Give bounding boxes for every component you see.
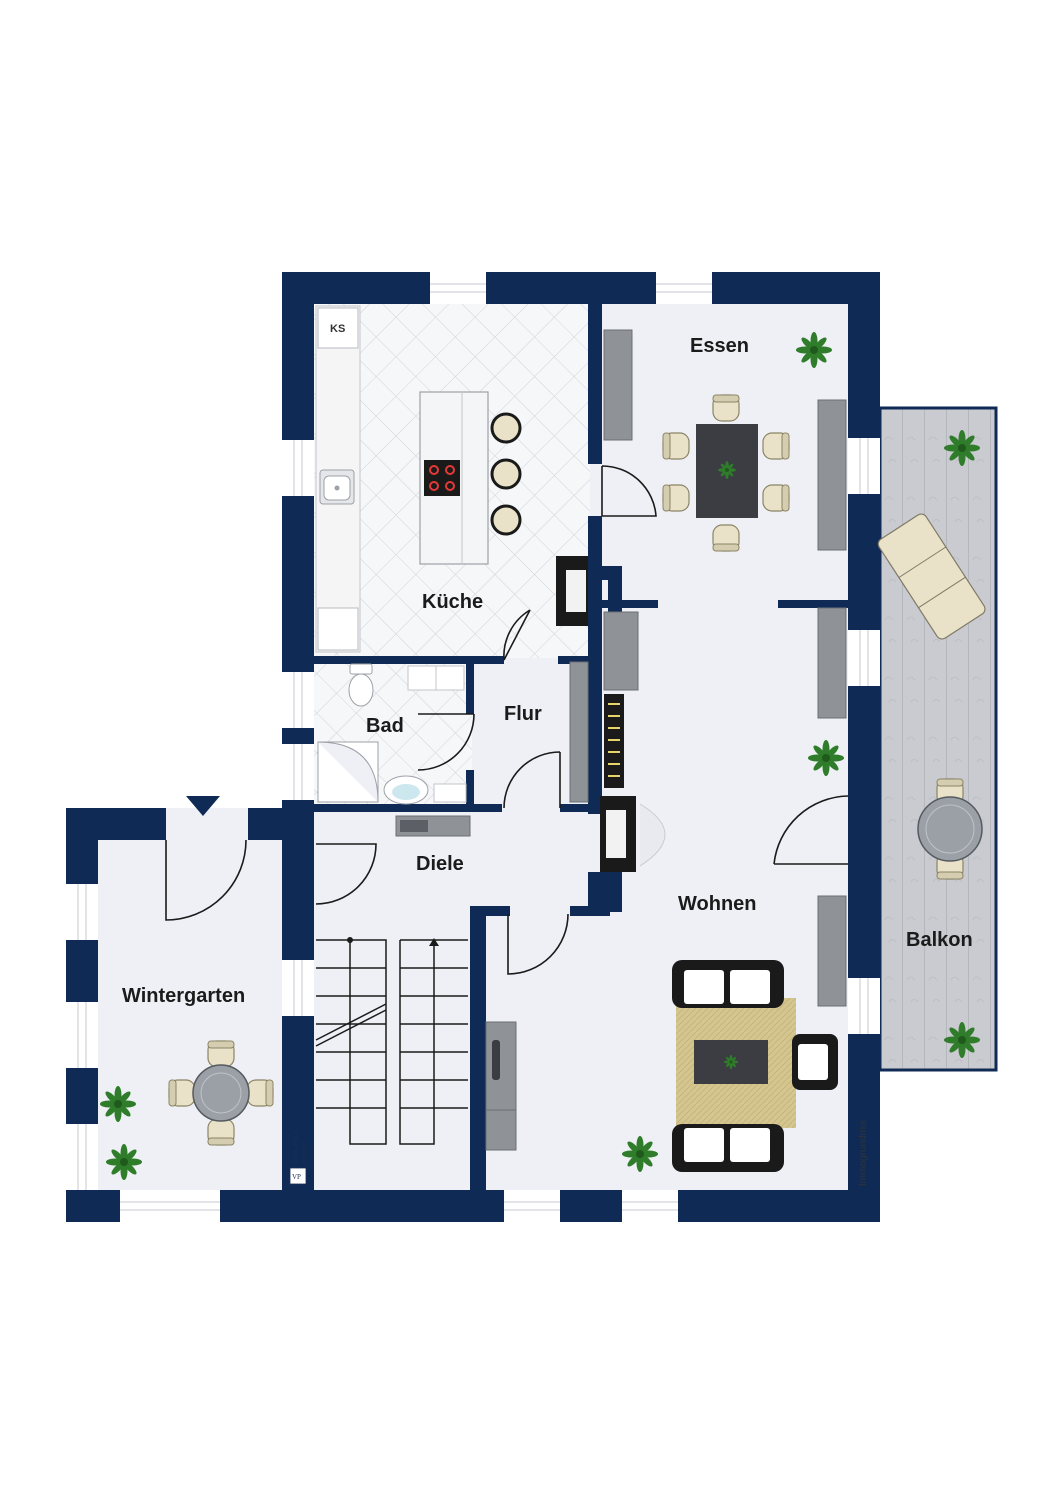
sink-icon <box>319 469 355 505</box>
bath-cabinet <box>407 665 465 691</box>
fridge-label: KS <box>330 323 345 335</box>
balcony-deck <box>878 406 998 1072</box>
logo-sub: IMMOBILIEN <box>301 1140 306 1164</box>
sideboard-wohnen-1 <box>817 607 847 719</box>
sun-lounger <box>877 513 986 640</box>
logo-name: VON POLL <box>292 1130 300 1164</box>
wintergarten-table-set <box>168 1040 274 1146</box>
diele-bench <box>395 815 471 837</box>
logo-initials: VP <box>292 1173 301 1181</box>
tv-cabinet <box>569 611 639 803</box>
entrance-arrow-icon <box>186 796 220 816</box>
credit-text: Immogrundriss <box>858 1120 869 1186</box>
sideboard-essen-right <box>817 399 847 551</box>
wohnen-fireplace <box>600 796 666 872</box>
balcony-table-set <box>917 778 983 880</box>
room-label-flur: Flur <box>504 703 542 725</box>
staircase <box>315 939 468 1145</box>
room-label-diele: Diele <box>416 853 464 875</box>
room-label-wintergarten: Wintergarten <box>122 985 245 1007</box>
dining-set <box>662 394 790 552</box>
washbasin <box>383 775 467 805</box>
bar-stools <box>490 412 522 536</box>
room-label-wohnen: Wohnen <box>678 893 757 915</box>
room-label-balkon: Balkon <box>906 929 973 951</box>
room-label-bad: Bad <box>366 715 404 737</box>
room-label-essen: Essen <box>690 335 749 357</box>
stove-icon <box>424 460 460 496</box>
toilet-icon <box>348 663 374 707</box>
brand-logo: VP VON POLL IMMOBILIEN <box>289 1130 307 1185</box>
lounge-set <box>672 960 838 1172</box>
stair-direction-arrow-icon <box>429 938 439 946</box>
windows <box>66 271 881 1223</box>
room-label-kueche: Küche <box>422 591 483 613</box>
sideboard-wohnen-2 <box>817 895 847 1007</box>
doors <box>165 465 849 975</box>
kitchen-fireplace <box>556 556 588 626</box>
stair-start-dot <box>347 937 353 943</box>
wall-cabinet-stairs <box>485 1021 517 1151</box>
shower-icon <box>317 741 379 803</box>
sideboard-essen <box>603 329 633 441</box>
